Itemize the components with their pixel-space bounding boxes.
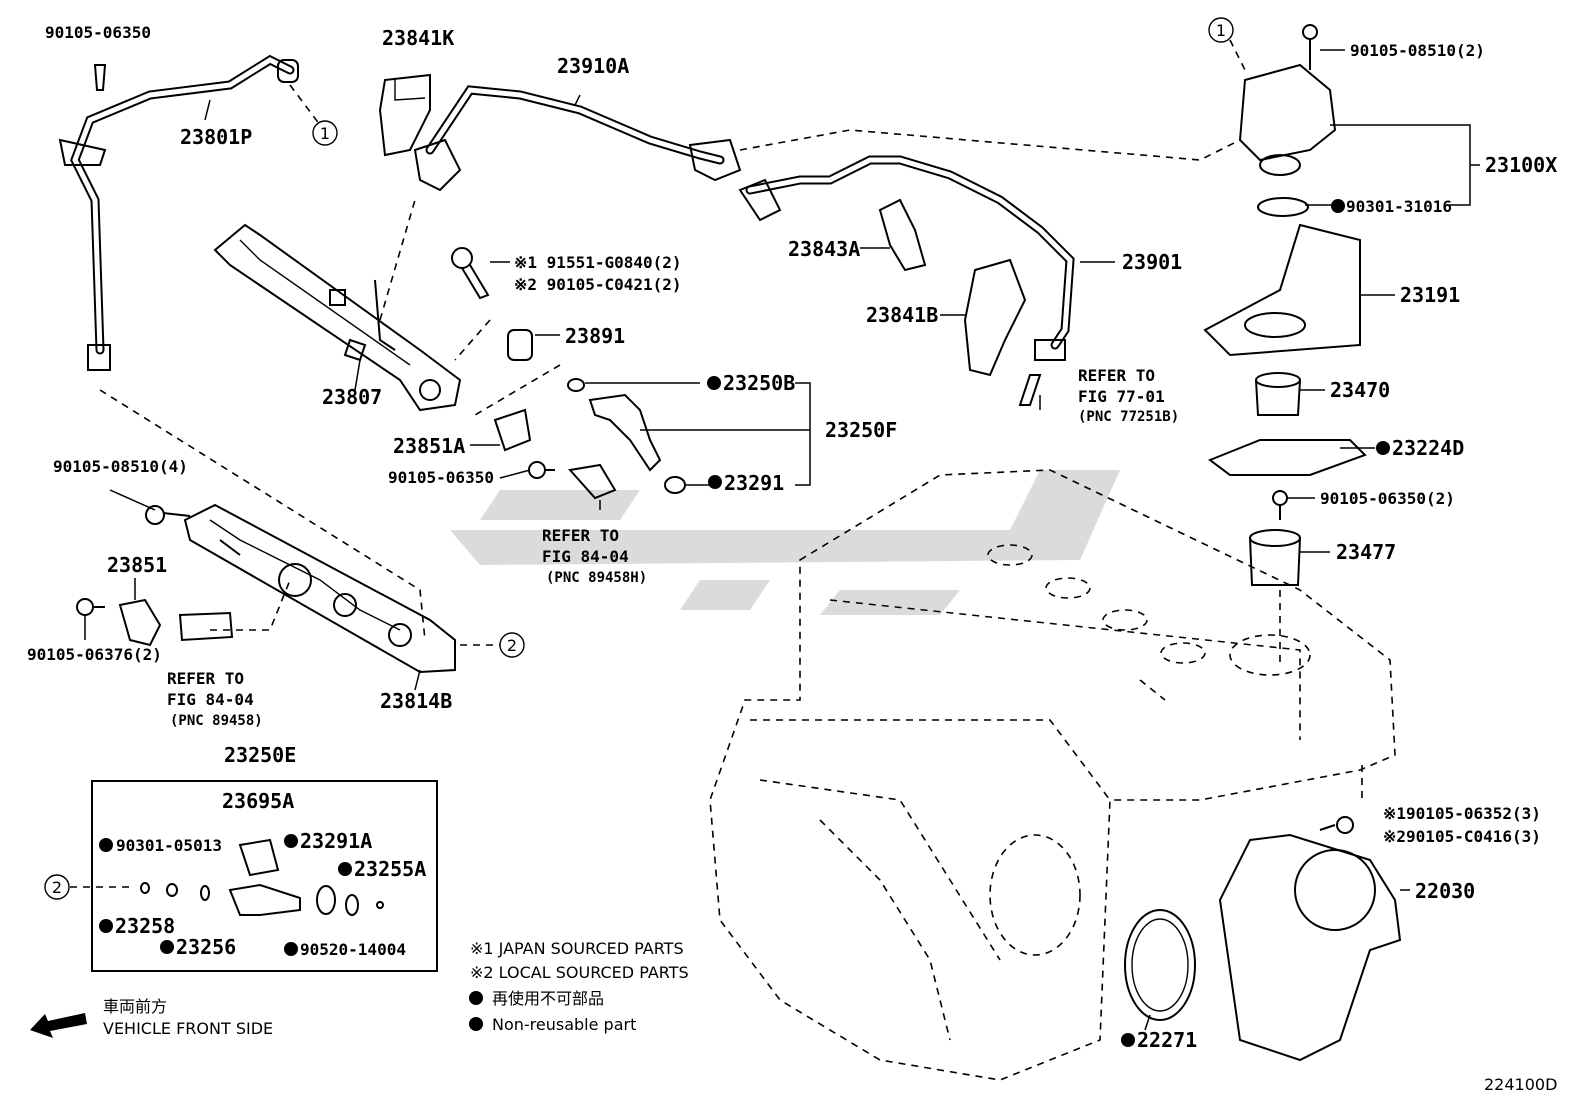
callout-1-label: 1	[320, 124, 330, 143]
spacer-23477	[1249, 529, 1301, 586]
bolt-90105-08510-4	[145, 505, 191, 525]
front-arrow-icon	[30, 1013, 87, 1038]
sensor-89458	[178, 611, 234, 642]
direction-en: VEHICLE FRONT SIDE	[103, 1019, 273, 1038]
bracket-23851A	[493, 408, 532, 452]
bolt-90105-06376	[76, 598, 105, 616]
direction-jp: 車両前方	[103, 997, 167, 1016]
label-90105-C0416: ※290105-C0416(3)	[1383, 827, 1541, 846]
label-23801P: 23801P	[180, 125, 252, 149]
label-90105-C0421: ※2 90105-C0421(2)	[514, 275, 682, 294]
callout-2-label: 2	[507, 636, 517, 655]
label-23250E: 23250E	[224, 743, 296, 767]
label-23255A: 23255A	[354, 857, 426, 881]
lifter-23470	[1255, 372, 1301, 416]
label-23258: 23258	[115, 914, 175, 938]
label-90105-06350-mid: 90105-06350	[388, 468, 494, 487]
engine-outline	[709, 469, 1396, 1081]
label-23851: 23851	[107, 553, 167, 577]
cap-23851	[118, 598, 162, 647]
diagram-code: 224100D	[1484, 1075, 1557, 1094]
label-23477: 23477	[1336, 540, 1396, 564]
label-23807: 23807	[322, 385, 382, 409]
label-23250F: 23250F	[825, 418, 897, 442]
pipe-end	[1018, 374, 1042, 406]
ref-fig84b-line2: FIG 84-04	[167, 690, 254, 709]
label-90301-05013: 90301-05013	[116, 836, 222, 855]
delivery-pipe-23814B	[183, 503, 456, 674]
label-90520-14004: 90520-14004	[300, 940, 406, 959]
bolt-90105-06350-mid	[528, 461, 555, 479]
label-23841B: 23841B	[866, 303, 938, 327]
gasket-23224D	[1207, 439, 1367, 476]
label-23891: 23891	[565, 324, 625, 348]
harness-23901	[738, 155, 1075, 361]
connector-23841B	[963, 258, 1027, 377]
label-23841K: 23841K	[382, 26, 454, 50]
label-23291A: 23291A	[300, 829, 372, 853]
callout-2-kit: 2	[44, 874, 70, 900]
fuel-rail-23807	[213, 223, 462, 412]
label-90301-31016: 90301-31016	[1346, 197, 1452, 216]
callout-1-label: 1	[1216, 21, 1226, 40]
label-90105-06350-top: 90105-06350	[45, 23, 151, 42]
watermark-logo	[450, 470, 1120, 615]
callout-1-pump: 1	[1208, 17, 1234, 43]
ref-fig84a-line3: (PNC 89458H)	[546, 570, 647, 586]
label-23291: 23291	[724, 471, 784, 495]
label-22271: 22271	[1137, 1028, 1197, 1052]
label-23814B: 23814B	[380, 689, 452, 713]
clip-23843A	[878, 198, 927, 272]
label-23224D: 23224D	[1392, 436, 1464, 460]
label-23851A: 23851A	[393, 434, 465, 458]
legend-nonreusable-jp: 再使用不可部品	[492, 989, 604, 1008]
leader-lines	[84, 49, 1480, 1031]
label-91551-G0840: ※1 91551-G0840(2)	[514, 253, 682, 272]
ref-fig84b-line3: (PNC 89458)	[170, 713, 263, 729]
connection-lines	[70, 39, 1363, 888]
ref-fig77-line2: FIG 77-01	[1078, 387, 1165, 406]
nonreusable-dots	[99, 199, 1390, 1047]
throttle-body-22030	[1218, 816, 1402, 1062]
label-90105-06352: ※190105-06352(3)	[1383, 804, 1541, 823]
harness-23910A	[413, 85, 742, 192]
label-23470: 23470	[1330, 378, 1390, 402]
label-23256: 23256	[176, 935, 236, 959]
label-23100X: 23100X	[1485, 153, 1557, 177]
callout-1-top: 1	[312, 120, 338, 146]
label-23910A: 23910A	[557, 54, 629, 78]
label-23843A: 23843A	[788, 237, 860, 261]
bracket-23191	[1203, 223, 1361, 357]
legend-japan-sourced: ※1 JAPAN SOURCED PARTS	[470, 939, 684, 958]
label-23901: 23901	[1122, 250, 1182, 274]
ref-fig77-line1: REFER TO	[1078, 366, 1155, 385]
callout-2-label: 2	[52, 878, 62, 897]
label-90105-06350-2: 90105-06350(2)	[1320, 489, 1455, 508]
label-22030: 22030	[1415, 879, 1475, 903]
label-90105-06376-2: 90105-06376(2)	[27, 645, 162, 664]
ref-fig77-line3: (PNC 77251B)	[1078, 409, 1179, 425]
collar-23891	[507, 329, 533, 361]
label-90105-08510-4: 90105-08510(4)	[53, 457, 188, 476]
label-23250B: 23250B	[723, 371, 795, 395]
bolt-90105-06350-2	[1272, 490, 1288, 520]
ref-fig84b-line1: REFER TO	[167, 669, 244, 688]
bolt-91551	[451, 247, 490, 300]
fuel-pipe-23801P	[58, 54, 299, 371]
ref-fig84a-line2: FIG 84-04	[542, 547, 629, 566]
label-23695A: 23695A	[222, 789, 294, 813]
kit-box-23250E	[91, 780, 438, 972]
injector-23250F	[567, 378, 686, 494]
legend-local-sourced: ※2 LOCAL SOURCED PARTS	[470, 963, 689, 982]
ref-fig84a-line1: REFER TO	[542, 526, 619, 545]
label-23191: 23191	[1400, 283, 1460, 307]
label-90105-08510-2: 90105-08510(2)	[1350, 41, 1485, 60]
sensor-89458H	[568, 463, 617, 500]
legend-nonreusable-en: Non-reusable part	[492, 1015, 636, 1034]
callout-2-rail: 2	[499, 632, 525, 658]
gasket-22271	[1124, 909, 1196, 1021]
pump-23100X	[1238, 24, 1337, 217]
connector-23841K	[378, 73, 431, 157]
